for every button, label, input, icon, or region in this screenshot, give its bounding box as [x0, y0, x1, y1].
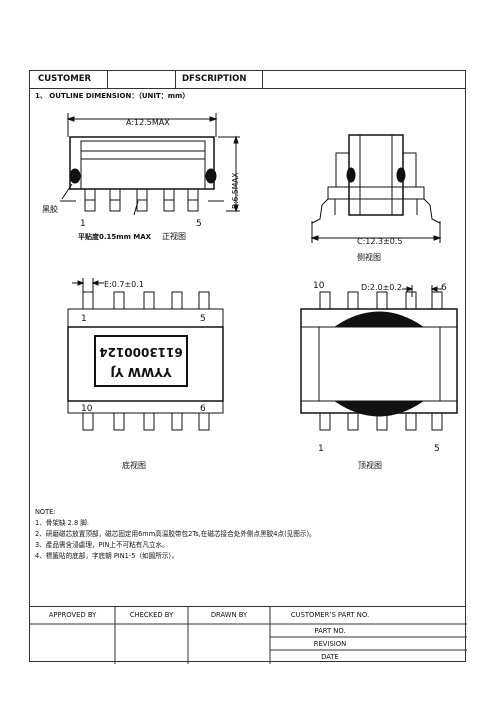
checked-by-label: CHECKED BY [129, 611, 174, 619]
outline-dimension-heading: 1、 OUTLINE DIMENSION：（UNIT：mm） [35, 92, 190, 100]
top-pin5-label: 5 [434, 444, 440, 454]
front-pin5-label: 5 [196, 219, 202, 229]
note-item: 3、產品需含浸處理，PIN上不可粘有凡立水。 [35, 541, 169, 549]
side-view-title: 侧视图 [357, 252, 381, 262]
revision-label: REVISION [313, 640, 347, 648]
front-pin1-label: 1 [80, 219, 86, 229]
bottom-view-title: 底视图 [122, 460, 146, 470]
dim-d-label: D:2.0±0.2 [361, 283, 402, 292]
label-marking-line1: YYWW YJ [110, 365, 172, 379]
dim-b-label: B:6.5MAX [231, 173, 240, 209]
drawn-by-label: DRAWN BY [210, 611, 248, 619]
description-label: DFSCRIPTION [182, 74, 247, 84]
note-item: 4、標籤貼的底部，字底朝 PIN1-5（如圖所示）。 [35, 552, 179, 560]
top-pin10-label: 10 [313, 281, 325, 291]
notes-heading: NOTE: [35, 508, 56, 516]
header-divider [175, 71, 176, 88]
bottom-view [67, 278, 224, 431]
dim-e-label: E:0.7±0.1 [104, 280, 144, 289]
drawing-sheet: CUSTOMER DFSCRIPTION 1、 OUTLINE DIMENSIO… [29, 70, 467, 664]
dim-a-label: A:12.5MAX [126, 118, 170, 127]
date-label: DATE [321, 653, 339, 661]
flatness-label: 平贴度0.15mm MAX [78, 232, 152, 241]
header-row: CUSTOMER DFSCRIPTION [30, 71, 465, 89]
black-glue-label: 黑胶 [42, 204, 58, 214]
header-divider [262, 71, 263, 88]
top-view-title: 顶视图 [358, 460, 382, 470]
customer-label: CUSTOMER [38, 74, 92, 84]
front-view-title: 正视图 [162, 231, 186, 241]
side-view [310, 134, 442, 243]
top-pin6-label: 6 [441, 283, 447, 293]
note-item: 2、研磨磁芯放置顶部，磁芯固定用6mm高温胶带包2Ts,在磁芯接合处外侧点黑胶4… [35, 530, 316, 538]
part-no-label: PART NO. [314, 627, 346, 635]
bottom-pin1-label: 1 [81, 314, 87, 324]
bottom-pin5-label: 5 [200, 314, 206, 324]
note-item: 1、骨架缺 2.8 脚. [35, 519, 89, 527]
top-view [300, 285, 458, 431]
approval-table-grid [30, 607, 467, 664]
bottom-pin6-label: 6 [200, 404, 206, 414]
front-view [60, 113, 240, 216]
bottom-pin10-label: 10 [81, 404, 93, 414]
top-pin1-label: 1 [318, 444, 324, 454]
approval-table: APPROVED BY CHECKED BY DRAWN BY CUSTOMER… [30, 606, 467, 664]
label-marking-line2: 6113000124 [99, 345, 183, 359]
customer-part-no-label: CUSTOMER’S PART NO. [290, 611, 370, 619]
header-divider [107, 71, 108, 88]
approved-by-label: APPROVED BY [48, 611, 97, 619]
dim-c-label: C:12.3±0.5 [357, 237, 403, 246]
technical-drawings: A:12.5MAX 黑胶 1 5 平贴度0.15mm MAX 正视图 B:6.5… [42, 113, 458, 470]
